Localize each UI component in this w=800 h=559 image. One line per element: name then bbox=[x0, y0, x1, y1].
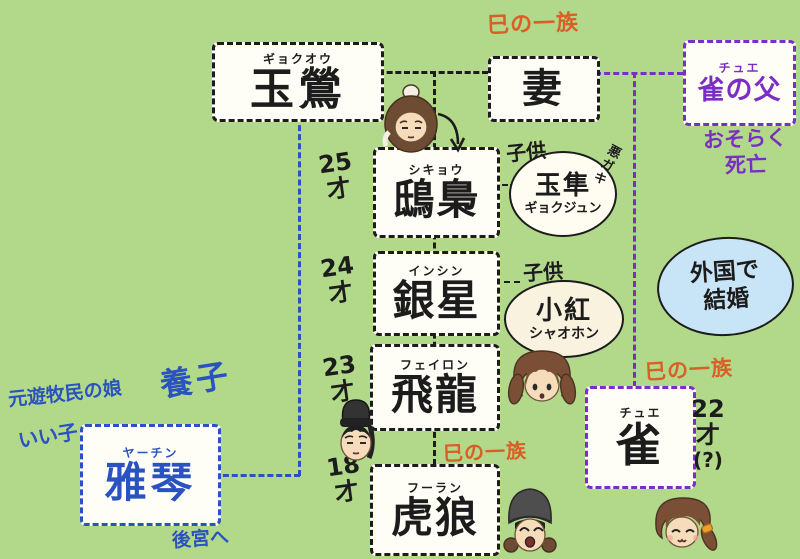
fuulang-name: 虎狼 bbox=[390, 492, 479, 542]
child-label-shaohon: 子供 bbox=[522, 258, 564, 286]
gyokuou-furigana: ギョクオウ bbox=[262, 51, 333, 66]
wife-name: 妻 bbox=[522, 66, 566, 112]
chue-portrait-illustration bbox=[655, 497, 718, 551]
feilong-furigana: フェイロン bbox=[399, 358, 470, 372]
chue-furigana: チュエ bbox=[619, 406, 662, 420]
death-note-line1: おそらく bbox=[702, 125, 788, 153]
shikyou-name: 鴟梟 bbox=[392, 175, 481, 224]
curved-arrow-icon bbox=[437, 112, 466, 153]
feilong-name: 飛龍 bbox=[390, 370, 479, 419]
shikyou-furigana: シキョウ bbox=[408, 163, 465, 177]
child-bubble-shaohon: 小紅 シャオホン bbox=[504, 280, 624, 358]
yaachin-furigana: ヤーチン bbox=[122, 445, 179, 460]
shaohon-reading: シャオホン bbox=[529, 325, 599, 342]
connector-ginsei-child bbox=[494, 281, 520, 283]
family-node-fuulang: フーラン 虎狼 bbox=[370, 464, 500, 556]
family-node-shikyou: シキョウ 鴟梟 bbox=[373, 147, 500, 238]
ginsei-age: 24 才 bbox=[318, 250, 356, 309]
to-harem-note: 後宮へ bbox=[171, 526, 230, 552]
gyokujun-reading: ギョクジュン bbox=[524, 201, 602, 216]
yaachin-name: 雅琴 bbox=[104, 457, 197, 507]
chue-father-death-note: おそらく 死亡 bbox=[697, 124, 794, 180]
foreign-marriage-bubble: 外国で 結婚 bbox=[653, 232, 798, 341]
shaohon-portrait-illustration bbox=[507, 350, 577, 405]
adopted-label: 養子 bbox=[157, 355, 235, 405]
gyokujun-name: 玉隼 bbox=[534, 171, 591, 201]
ginsei-name: 銀星 bbox=[392, 276, 481, 325]
shikyou-age: 25 才 bbox=[316, 146, 354, 205]
family-node-ginsei: インシン 銀星 bbox=[373, 251, 500, 336]
fuulang-portrait-illustration bbox=[503, 488, 557, 553]
chue-name: 雀 bbox=[615, 418, 666, 472]
fuulang-furigana: フーラン bbox=[406, 480, 463, 495]
chue-age: 22 才 (?) bbox=[691, 395, 725, 472]
yaachin-origin-note: 元遊牧民の娘 bbox=[7, 377, 123, 411]
descent-line-chue bbox=[633, 72, 636, 387]
family-node-feilong: フェイロン 飛龍 bbox=[370, 344, 500, 431]
connector-shikyou-child bbox=[494, 184, 516, 186]
clan-label-bottom: 巳の一族 bbox=[442, 438, 528, 466]
adoption-line-horizontal bbox=[214, 474, 300, 477]
chue-father-name: 雀の父 bbox=[697, 75, 782, 106]
good-child-note: いい子 bbox=[16, 419, 80, 453]
death-note-line2: 死亡 bbox=[724, 152, 768, 178]
foreign-marriage-line2: 結婚 bbox=[702, 284, 751, 315]
clan-label-right: 巳の一族 bbox=[644, 355, 734, 385]
family-node-wife: 妻 bbox=[488, 56, 600, 122]
foreign-marriage-line1: 外国で bbox=[689, 256, 760, 288]
shaohon-name: 小紅 bbox=[535, 295, 592, 326]
family-node-chue: チュエ 雀 bbox=[585, 386, 696, 489]
gyokuou-portrait-illustration bbox=[382, 84, 438, 153]
family-node-yaachin: ヤーチン 雅琴 bbox=[80, 424, 221, 526]
family-node-gyokuou: ギョクオウ 玉鶯 bbox=[212, 42, 384, 122]
family-node-chue-father: チュエ 雀の父 bbox=[683, 40, 796, 126]
gyokuou-name: 玉鶯 bbox=[250, 63, 346, 115]
clan-label-top: 巳の一族 bbox=[486, 10, 580, 39]
feilong-portrait-illustration bbox=[340, 399, 375, 461]
ginsei-furigana: インシン bbox=[408, 264, 465, 278]
marriage-line-wife-chuefather bbox=[595, 72, 683, 75]
chue-father-furigana: チュエ bbox=[718, 61, 761, 75]
child-label-gyokujun: 子供 bbox=[505, 137, 548, 167]
child-bubble-gyokujun: 玉隼 ギョクジュン bbox=[509, 151, 617, 237]
adoption-line-vertical bbox=[298, 116, 301, 476]
